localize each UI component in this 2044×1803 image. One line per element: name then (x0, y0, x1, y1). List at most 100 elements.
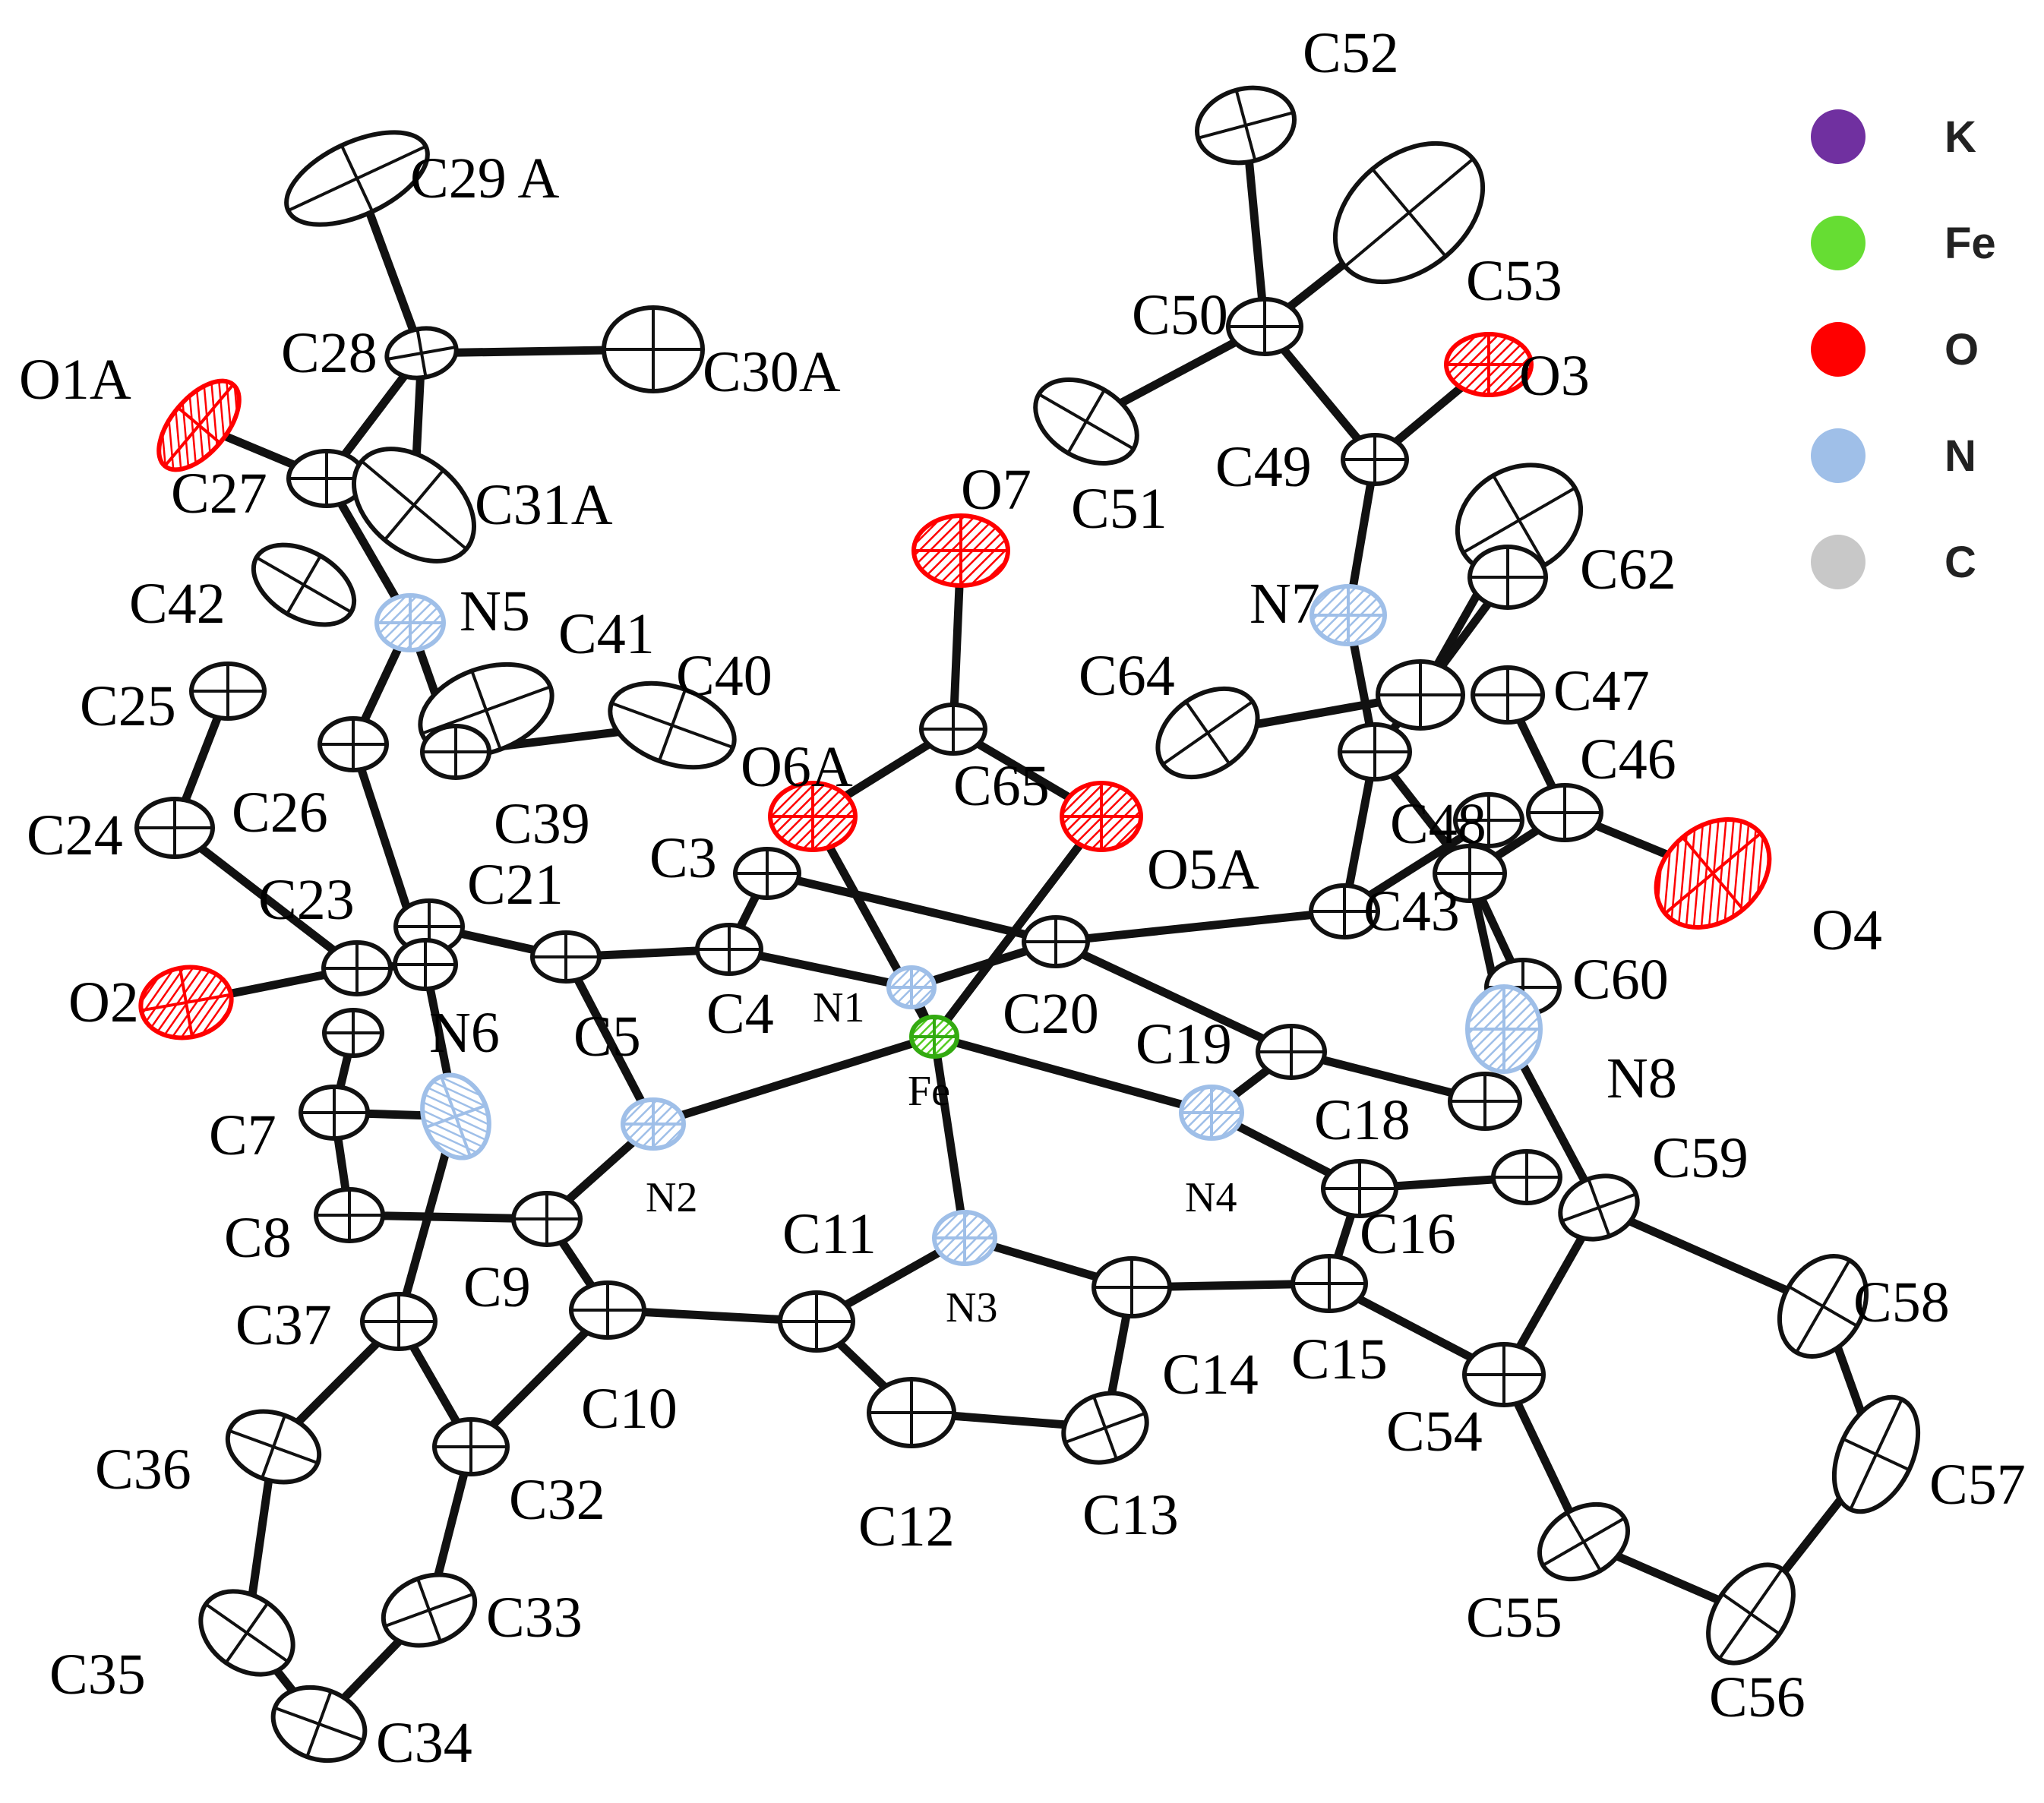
atom-label-c5: C5 (573, 1005, 641, 1069)
atom-label-c34: C34 (376, 1711, 472, 1775)
atom-layer (134, 85, 1921, 1764)
bond-Fe-O5A (930, 812, 1106, 1041)
legend-swatch-o (1811, 322, 1866, 377)
atom-c57 (1831, 1394, 1921, 1514)
atom-c18 (1448, 1072, 1522, 1131)
atom-label-fe: Fe (908, 1068, 950, 1115)
atom-label-o5a: O5A (1147, 838, 1259, 902)
atom-label-o3: O3 (1519, 344, 1590, 408)
atom-c13 (1061, 1391, 1149, 1465)
atom-label-n1: N1 (813, 984, 864, 1031)
atom-label-c54: C54 (1386, 1400, 1483, 1464)
atom-label-c28: C28 (281, 321, 378, 385)
atom-c46 (1526, 783, 1603, 842)
atom-c65 (919, 703, 987, 756)
bond-C23-C24 (170, 823, 362, 973)
atom-c7 (299, 1085, 370, 1141)
atom-label-c51: C51 (1071, 477, 1167, 541)
atom-c63 (1467, 545, 1548, 610)
atom-c36 (225, 1409, 322, 1485)
atom-label-c11: C11 (782, 1202, 877, 1266)
bond-C3-C20 (763, 869, 1060, 946)
atom-c47 (1471, 665, 1545, 725)
atom-label-c43: C43 (1363, 879, 1460, 943)
atom-label-c8: C8 (224, 1206, 292, 1270)
atom-c53 (1332, 141, 1486, 285)
bond-Fe-N2 (649, 1032, 939, 1129)
atom-c23 (321, 940, 393, 996)
atom-n5 (374, 593, 446, 652)
atom-c54 (1462, 1342, 1546, 1407)
atom-c14 (1092, 1256, 1172, 1318)
atom-c21 (393, 898, 465, 955)
atom-label-c40: C40 (676, 644, 772, 708)
atom-c44 (1338, 722, 1412, 782)
atom-label-n6: N6 (429, 1001, 500, 1065)
atom-n7 (1309, 584, 1387, 646)
atom-n1 (886, 965, 937, 1009)
atom-label-c3: C3 (649, 826, 717, 890)
atom-o7 (911, 513, 1010, 588)
atom-c64 (1155, 686, 1260, 780)
atom-label-c37: C37 (235, 1293, 332, 1357)
legend-label-n: N (1944, 431, 1976, 481)
atom-fe (909, 1015, 959, 1059)
atom-c24 (134, 797, 215, 859)
atom-label-c52: C52 (1303, 21, 1399, 85)
atom-label-c26: C26 (232, 781, 328, 845)
atom-label-c23: C23 (258, 868, 355, 932)
atom-label-o6a: O6A (741, 735, 853, 799)
atom-c27 (286, 449, 367, 508)
atom-label-c36: C36 (95, 1438, 191, 1501)
atom-c20 (1022, 915, 1090, 968)
atom-label-c33: C33 (486, 1586, 583, 1650)
atom-o5a (1060, 781, 1143, 852)
atom-o2 (138, 965, 234, 1040)
atom-o1a (156, 378, 242, 472)
legend-label-k: K (1944, 112, 1976, 162)
atom-c3 (733, 847, 801, 900)
atom-c52 (1194, 85, 1297, 166)
atom-label-c19: C19 (1136, 1012, 1232, 1076)
atom-c37 (360, 1292, 438, 1351)
atom-label-c56: C56 (1709, 1666, 1805, 1729)
legend-swatch-fe (1811, 216, 1866, 270)
atom-label-c59: C59 (1652, 1126, 1749, 1190)
atom-label-c65: C65 (953, 754, 1050, 818)
atom-label-c41: C41 (558, 602, 655, 666)
atom-label-c25: C25 (80, 674, 176, 738)
legend-swatch-c (1811, 535, 1866, 589)
atom-c11 (778, 1290, 855, 1353)
atom-label-n3: N3 (946, 1284, 997, 1331)
atom-label-c20: C20 (1003, 982, 1099, 1046)
atom-label-c42: C42 (129, 572, 226, 636)
atom-label-c15: C15 (1291, 1328, 1388, 1391)
atom-c8 (314, 1187, 385, 1243)
legend-label-c: C (1944, 538, 1976, 587)
atom-c56 (1706, 1562, 1796, 1666)
atom-c40 (608, 680, 737, 770)
bond-Fe-N3 (930, 1032, 969, 1243)
atom-c28 (384, 326, 459, 380)
atom-label-c29a: C29 A (410, 147, 559, 210)
atom-c59 (1558, 1173, 1640, 1242)
atom-label-c27: C27 (171, 462, 267, 526)
atom-c35 (198, 1589, 295, 1677)
atom-c9 (511, 1191, 583, 1247)
atom-label-c31a: C31A (475, 473, 613, 537)
atom-c45 (1433, 844, 1507, 903)
atom-c32 (432, 1417, 510, 1476)
atom-o3 (1444, 332, 1534, 397)
atom-n6 (420, 1072, 491, 1160)
atom-o4 (1654, 817, 1772, 930)
atom-c42 (251, 542, 357, 627)
atom-label-c13: C13 (1082, 1483, 1179, 1547)
atom-n3 (932, 1210, 997, 1266)
bond-C5-N2 (561, 952, 658, 1129)
atom-c34 (270, 1685, 368, 1764)
atom-label-c46: C46 (1580, 728, 1676, 791)
atom-n2 (621, 1097, 686, 1151)
